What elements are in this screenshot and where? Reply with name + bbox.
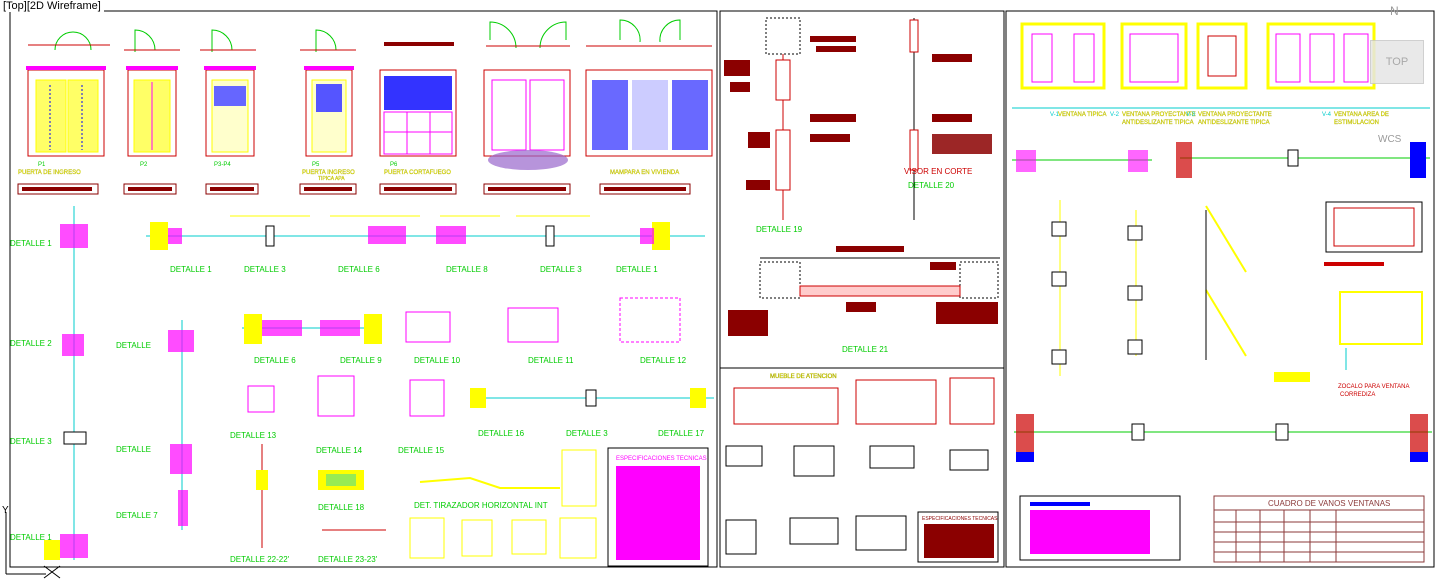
detail-label: DETALLE 22-22' bbox=[230, 555, 290, 564]
detail-label: DETALLE 6 bbox=[254, 356, 296, 365]
detail-label: DETALLE 10 bbox=[414, 356, 461, 365]
detail-row-1 bbox=[146, 215, 705, 250]
zocalo-sublabel: CORREDIZA bbox=[1340, 392, 1375, 398]
viewport-controls-label[interactable]: [Top][2D Wireframe] bbox=[0, 0, 104, 12]
detail-label: DETALLE 14 bbox=[316, 446, 363, 455]
window-name: VENTANA TIPICA bbox=[1058, 112, 1106, 118]
mueble-label: MUEBLE DE ATENCION bbox=[770, 374, 837, 380]
ucs-y-label: Y bbox=[2, 505, 9, 516]
window-name: VENTANA PROYECTANTE bbox=[1198, 112, 1272, 118]
detail-label: DETALLE 23-23' bbox=[318, 555, 378, 564]
detail-label: DETALLE 9 bbox=[340, 356, 382, 365]
detail-label: DETALLE 3 bbox=[10, 437, 52, 446]
window-code: V-3 bbox=[1186, 112, 1196, 118]
detail-label: DETALLE 15 bbox=[398, 446, 445, 455]
door-elevation-p1 bbox=[26, 31, 110, 157]
detail-label: DETALLE 19 bbox=[756, 225, 803, 234]
detail-row-4: DETALLE 22-22' DETALLE 18 DETALLE 23-23'… bbox=[230, 444, 597, 564]
window-name: VENTANA AREA DE bbox=[1334, 112, 1389, 118]
spec-title: ESPECIFICACIONES TECNICAS bbox=[922, 516, 998, 522]
detail-label: DETALLE 1 bbox=[10, 239, 52, 248]
detail-label: DETALLE 20 bbox=[908, 181, 955, 190]
window-subname: ESTIMULACION bbox=[1334, 120, 1379, 126]
door-elevation-p2 bbox=[124, 29, 180, 157]
detail-label: DETALLE 18 bbox=[318, 503, 365, 512]
detail-row-2: DETALLE 6 DETALLE 9 DETALLE 10 DETALLE 1… bbox=[242, 297, 687, 365]
door-code: P1 bbox=[38, 162, 46, 168]
door-name: PUERTA CORTAFUEGO bbox=[384, 170, 451, 176]
zocalo-label: ZOCALO PARA VENTANA bbox=[1338, 384, 1409, 390]
detail-label: DETALLE 8 bbox=[446, 265, 488, 274]
detail-label: DETALLE 3 bbox=[566, 429, 608, 438]
ucs-icon bbox=[5, 512, 61, 579]
table-title: CUADRO DE VANOS VENTANAS bbox=[1268, 499, 1390, 508]
door-code: P3-P4 bbox=[214, 162, 231, 168]
visor-label: VISOR EN CORTE bbox=[904, 167, 972, 176]
detail-label: DETALLE 3 bbox=[244, 265, 286, 274]
detail-labels-left: DETALLE 1 DETALLE 2 DETALLE 3 DETALLE 1 bbox=[10, 239, 52, 542]
detail-tirazador-label: DET. TIRAZADOR HORIZONTAL INT bbox=[414, 501, 548, 510]
window-code: V-2 bbox=[1110, 112, 1120, 118]
spec-title: ESPECIFICACIONES TECNICAS bbox=[616, 456, 707, 462]
detail-column-mid-left: DETALLE DETALLE DETALLE 7 bbox=[116, 320, 194, 530]
window-name: VENTANA PROYECTANTE bbox=[1122, 112, 1196, 118]
door-code: P5 bbox=[312, 162, 320, 168]
spec-box-panel1: ESPECIFICACIONES TECNICAS bbox=[607, 447, 709, 567]
detail-label: DETALLE 16 bbox=[478, 429, 525, 438]
wcs-menu[interactable]: WCS bbox=[1378, 134, 1402, 145]
detail-label: DETALLE 1 bbox=[616, 265, 658, 274]
mueble-atencion: MUEBLE DE ATENCION ESPECIFICACIONES TECN… bbox=[725, 374, 999, 563]
detail-label: DETALLE 17 bbox=[658, 429, 705, 438]
detail-label: DETALLE 1 bbox=[170, 265, 212, 274]
detail-label: DETALLE 1 bbox=[10, 533, 52, 542]
window-subname: ANTIDESLIZANTE TIPICA bbox=[1122, 120, 1194, 126]
door-elevation-p5 bbox=[300, 29, 356, 157]
detail-label: DETALLE 12 bbox=[640, 356, 687, 365]
door-name: PUERTA DE INGRESO bbox=[18, 170, 81, 176]
panel-frame-doors bbox=[9, 10, 718, 568]
door-name: MAMPARA EN VIVIENDA bbox=[610, 170, 679, 176]
detail-label: DETALLE 11 bbox=[528, 356, 574, 365]
door-code: P6 bbox=[390, 162, 398, 168]
detail-row-3: DETALLE 13 DETALLE 14 DETALLE 15 DETALLE… bbox=[230, 375, 714, 455]
door-code: P2 bbox=[140, 162, 148, 168]
panel-frame-details bbox=[719, 10, 1005, 568]
door-elevation-mampara bbox=[585, 19, 713, 157]
door-subname: TIPICA APA bbox=[318, 176, 345, 182]
door-labels: P1 PUERTA DE INGRESO P2 P3-P4 P5 PUERTA … bbox=[17, 162, 691, 195]
detail-label: DETALLE bbox=[116, 341, 151, 350]
window-code: V-1 bbox=[1050, 112, 1060, 118]
window-elevations: V-1 VENTANA TIPICA V-2 VENTANA PROYECTAN… bbox=[1012, 22, 1430, 126]
spec-box-panel3 bbox=[1019, 495, 1181, 561]
detail-label: DETALLE 3 bbox=[540, 265, 582, 274]
compass-north-label[interactable]: N bbox=[1390, 4, 1399, 18]
door-elevation-p7 bbox=[483, 21, 571, 170]
door-name: PUERTA INGRESO bbox=[302, 170, 355, 176]
detail-label: DETALLE 13 bbox=[230, 431, 277, 440]
door-elevation-p3 bbox=[200, 29, 256, 157]
window-subname: ANTIDESLIZANTE TIPICA bbox=[1198, 120, 1270, 126]
detail-label: DETALLE bbox=[116, 445, 151, 454]
panel-frame-windows bbox=[1005, 10, 1435, 568]
section-details: VISOR EN CORTE DETALLE 20 DETALLE 19 DET… bbox=[724, 17, 1000, 354]
detail-label: DETALLE 7 bbox=[116, 511, 158, 520]
window-schedule-table: CUADRO DE VANOS VENTANAS bbox=[1213, 495, 1425, 563]
detail-labels-row-1: DETALLE 1 DETALLE 3 DETALLE 6 DETALLE 8 … bbox=[170, 265, 658, 274]
detail-label: DETALLE 6 bbox=[338, 265, 380, 274]
detail-label: DETALLE 2 bbox=[10, 339, 52, 348]
window-plan-details: ZOCALO PARA VENTANA CORREDIZA bbox=[1012, 142, 1432, 462]
door-elevation-p6 bbox=[379, 42, 457, 157]
window-code: V-4 bbox=[1322, 112, 1332, 118]
detail-label: DETALLE 21 bbox=[842, 345, 889, 354]
door-elevations bbox=[26, 19, 713, 170]
viewcube-top-face[interactable]: TOP bbox=[1370, 40, 1424, 84]
detail-column-left bbox=[44, 206, 88, 560]
